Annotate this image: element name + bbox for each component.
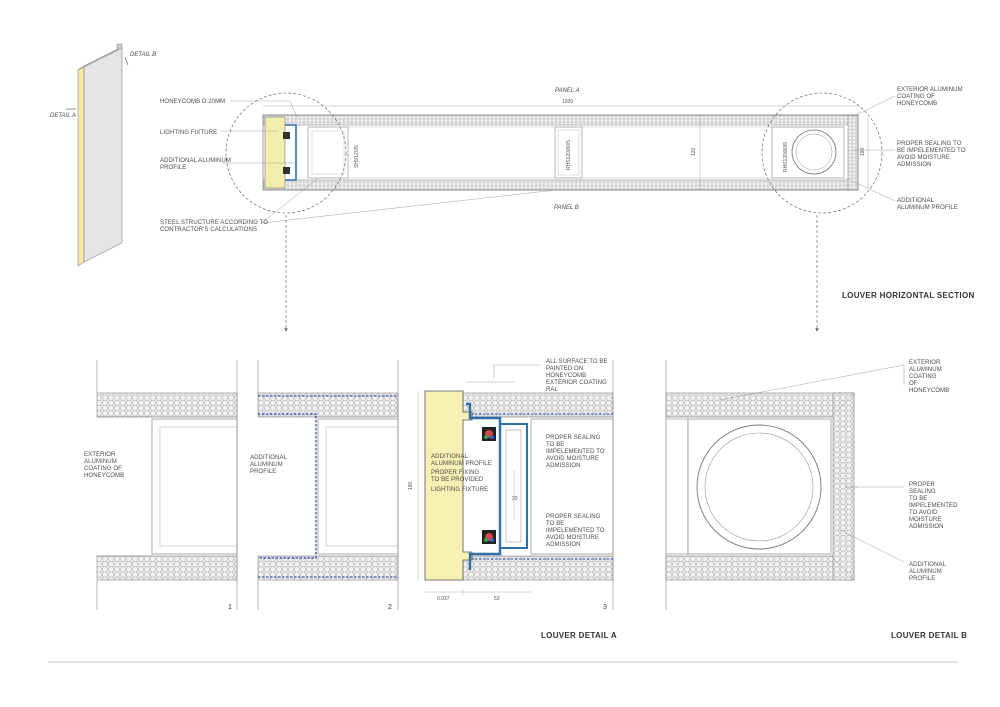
db-mid-5: TO AVOID xyxy=(909,510,938,516)
note-steel-structure-1: STEEL STRUCTURE ACCORDING TO xyxy=(160,220,268,226)
v3-dim-gap: 20 xyxy=(512,496,518,502)
note-r-5: BE IMPELEMENTED TO xyxy=(897,148,966,154)
panel-b-label: PANEL B xyxy=(554,205,579,211)
horizontal-section xyxy=(220,92,896,332)
v1-note-1: EXTERIOR xyxy=(84,452,116,458)
detail-a-title: LOUVER DETAIL A xyxy=(541,631,617,640)
v3-seal2-3: IMPELEMENTED TO xyxy=(546,528,605,534)
db-top-4: OF xyxy=(909,381,918,387)
v3-seal2-5: ADMISSION xyxy=(546,542,581,548)
v2-note-3: PROFILE xyxy=(250,469,276,475)
v1-note-2: ALUMINUM xyxy=(84,459,117,465)
v3-inner-5: LIGHTING FIXTURE xyxy=(431,487,488,493)
note-r-7: ADMISSION xyxy=(897,162,932,168)
v3-seal1-2: TO BE xyxy=(546,442,564,448)
note-honeycomb: HONEYCOMB D:20MM xyxy=(160,99,225,105)
v3-inner-1: ADDITIONAL xyxy=(431,454,469,460)
note-r-4: PROPER SEALING TO xyxy=(897,141,962,147)
detail-b-leader xyxy=(124,56,129,66)
db-mid-1: PROPER xyxy=(909,482,936,488)
v1-note-3: COATING OF xyxy=(84,466,122,472)
note-r-3: HONEYCOMB xyxy=(897,101,937,107)
gasket-top-icon xyxy=(482,427,496,441)
v1-note-4: HONEYCOMB xyxy=(84,473,124,479)
detail-a-tag: DETAIL A xyxy=(50,113,76,119)
note-additional-profile-2: PROFILE xyxy=(160,165,186,171)
v3-seal1-1: PROPER SEALING xyxy=(546,435,601,441)
db-mid-7: ADMISSION xyxy=(909,524,944,530)
v3-seal2-1: PROPER SEALING xyxy=(546,514,601,520)
view-number-1: 1 xyxy=(228,604,232,611)
v3-seal1-5: ADMISSION xyxy=(546,463,581,469)
v2-note-2: ALUMINUM xyxy=(250,462,283,468)
dim-height: 120 xyxy=(691,147,697,156)
v2-note-1: ADDITIONAL xyxy=(250,455,288,461)
db-mid-6: MOISTURE xyxy=(909,517,941,523)
detail-a-view-1 xyxy=(96,360,238,610)
detail-b-view xyxy=(665,360,905,610)
v3-seal1-4: AVOID MOISTURE xyxy=(546,456,599,462)
detail-b-tag: DETAIL B xyxy=(130,52,156,58)
tube-tag-1: SHS120/5 xyxy=(354,145,360,168)
v3-dim-right: 53 xyxy=(494,596,500,602)
view-number-3: 3 xyxy=(603,604,607,611)
note-r-1: EXTERIOR ALUMINUM xyxy=(897,87,963,93)
db-mid-2: SEALING xyxy=(909,489,936,495)
v3-top-note-1: ALL SURFACE TO BE xyxy=(546,359,608,365)
v3-inner-3: PROPER FIXING xyxy=(431,470,480,476)
db-mid-4: IMPELEMENTED xyxy=(909,503,958,509)
note-lighting-fixture: LIGHTING FIXTURE xyxy=(160,130,217,136)
db-bot-1: ADDITIONAL xyxy=(909,562,947,568)
panel-a-label: PANEL A xyxy=(555,88,580,94)
note-r-9: ALUMINUM PROFILE xyxy=(897,205,958,211)
tube-tag-3: RHS120/80/5 xyxy=(783,142,789,172)
v3-dim-left: 0.037 xyxy=(437,596,450,602)
note-additional-profile-1: ADDITIONAL ALUMINUM xyxy=(160,158,231,164)
v3-top-note-5: RAL xyxy=(546,387,559,393)
db-mid-3: TO BE xyxy=(909,496,927,502)
v3-dim-height: 180 xyxy=(408,481,414,490)
v3-top-note-4: EXTERIOR COATING xyxy=(546,380,607,386)
v3-seal1-3: IMPELEMENTED TO xyxy=(546,449,605,455)
db-top-5: HONEYCOMB xyxy=(909,388,949,394)
detail-a-view-3 xyxy=(417,360,614,610)
db-bot-2: ALUMINUM xyxy=(909,569,942,575)
db-top-3: COATING xyxy=(909,374,937,380)
dim-width: 1200 xyxy=(562,99,573,105)
gasket-bottom-icon xyxy=(482,530,496,544)
db-bot-3: PROFILE xyxy=(909,576,935,582)
v3-top-note-2: PAINTED ON xyxy=(546,366,583,372)
dim-side: 180 xyxy=(860,147,866,156)
panel-3d-view xyxy=(66,43,129,267)
v3-seal2-4: AVOID MOISTURE xyxy=(546,535,599,541)
v3-seal2-2: TO BE xyxy=(546,521,564,527)
note-r-2: COATING OF xyxy=(897,94,935,100)
note-steel-structure-2: CONTRACTOR'S CALCULATIONS xyxy=(160,227,257,233)
note-r-8: ADDITIONAL xyxy=(897,198,935,204)
v3-top-note-3: HONEYCOMB xyxy=(546,373,586,379)
v3-inner-4: TO BE PROVIDED xyxy=(431,477,484,483)
note-r-6: AVOID MOISTURE xyxy=(897,155,950,161)
detail-a-view-2 xyxy=(257,360,399,610)
detail-b-title: LOUVER DETAIL B xyxy=(891,631,967,640)
db-top-1: EXTERIOR xyxy=(909,360,941,366)
db-top-2: ALUMINUM xyxy=(909,367,942,373)
view-number-2: 2 xyxy=(388,604,392,611)
tube-tag-2: RHS120/80/5 xyxy=(566,140,572,170)
section-title: LOUVER HORIZONTAL SECTION xyxy=(842,291,975,300)
v3-inner-2: ALUMINUM PROFILE xyxy=(431,461,492,467)
